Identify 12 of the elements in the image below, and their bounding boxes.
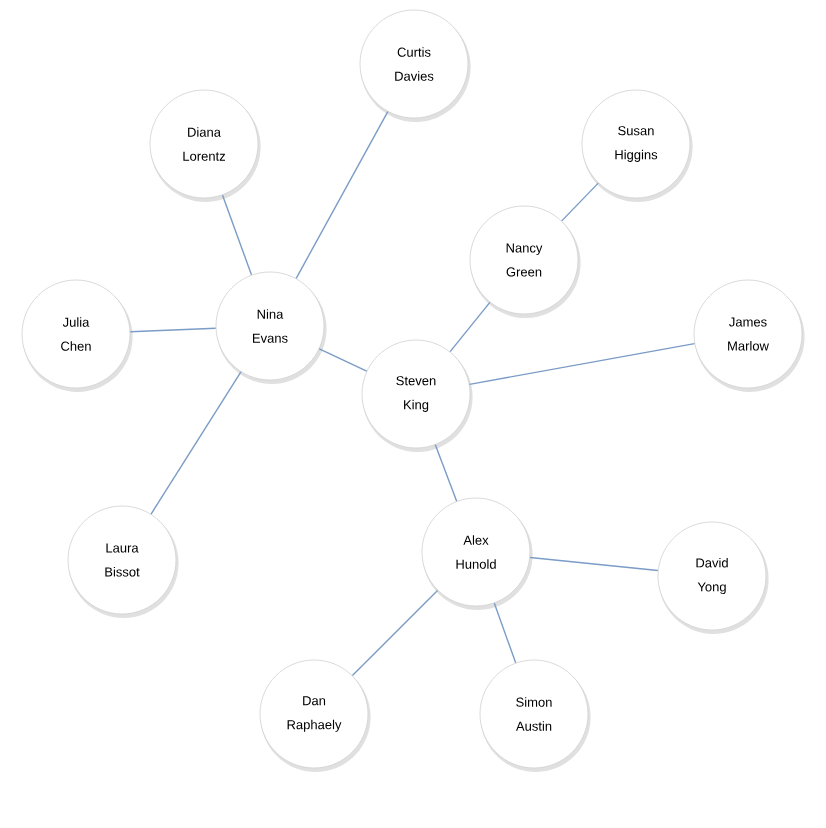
connector-line [221, 194, 253, 276]
connector-line [468, 343, 696, 386]
connector-line [295, 110, 389, 280]
connector-line [318, 348, 368, 372]
connector-line [129, 327, 217, 333]
connector-line [561, 182, 599, 222]
connector-line [150, 371, 242, 515]
connector-line [351, 589, 439, 677]
connector-line [449, 301, 491, 353]
connector-line [493, 602, 517, 664]
connector-line [529, 556, 659, 572]
connector-line [434, 444, 458, 502]
